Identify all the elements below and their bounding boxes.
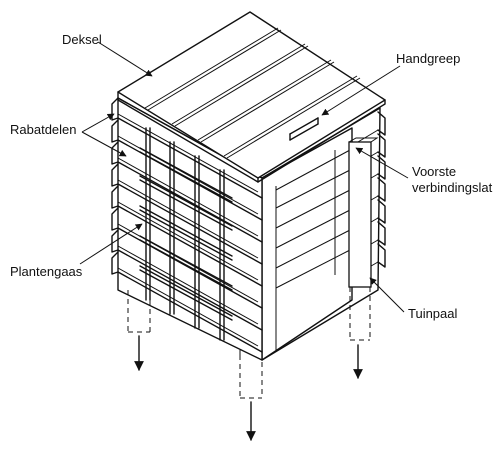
handle-bar [289,117,319,135]
label-voorste-line1: Voorste [412,164,456,179]
label-deksel: Deksel [62,32,102,47]
front-right-post [348,137,379,379]
back-left-post [127,290,151,371]
callout-tuinpaal: Tuinpaal [369,277,457,321]
callout-deksel: Deksel [62,32,153,77]
front-left-post [239,350,263,441]
callout-rabatdelen: Rabatdelen [10,113,127,157]
label-voorste-line2: verbindingslat [412,180,493,195]
front-opening [261,127,353,361]
callout-voorste-verbindingslat: Voorste verbindingslat [355,147,493,195]
callout-plantengaas: Plantengaas [10,223,143,279]
callout-handgreep: Handgreep [321,51,460,116]
lid [117,11,386,183]
label-rabatdelen: Rabatdelen [10,122,77,137]
planting-mesh [139,127,233,341]
label-tuinpaal: Tuinpaal [408,306,457,321]
label-handgreep: Handgreep [396,51,460,66]
label-plantengaas: Plantengaas [10,264,83,279]
